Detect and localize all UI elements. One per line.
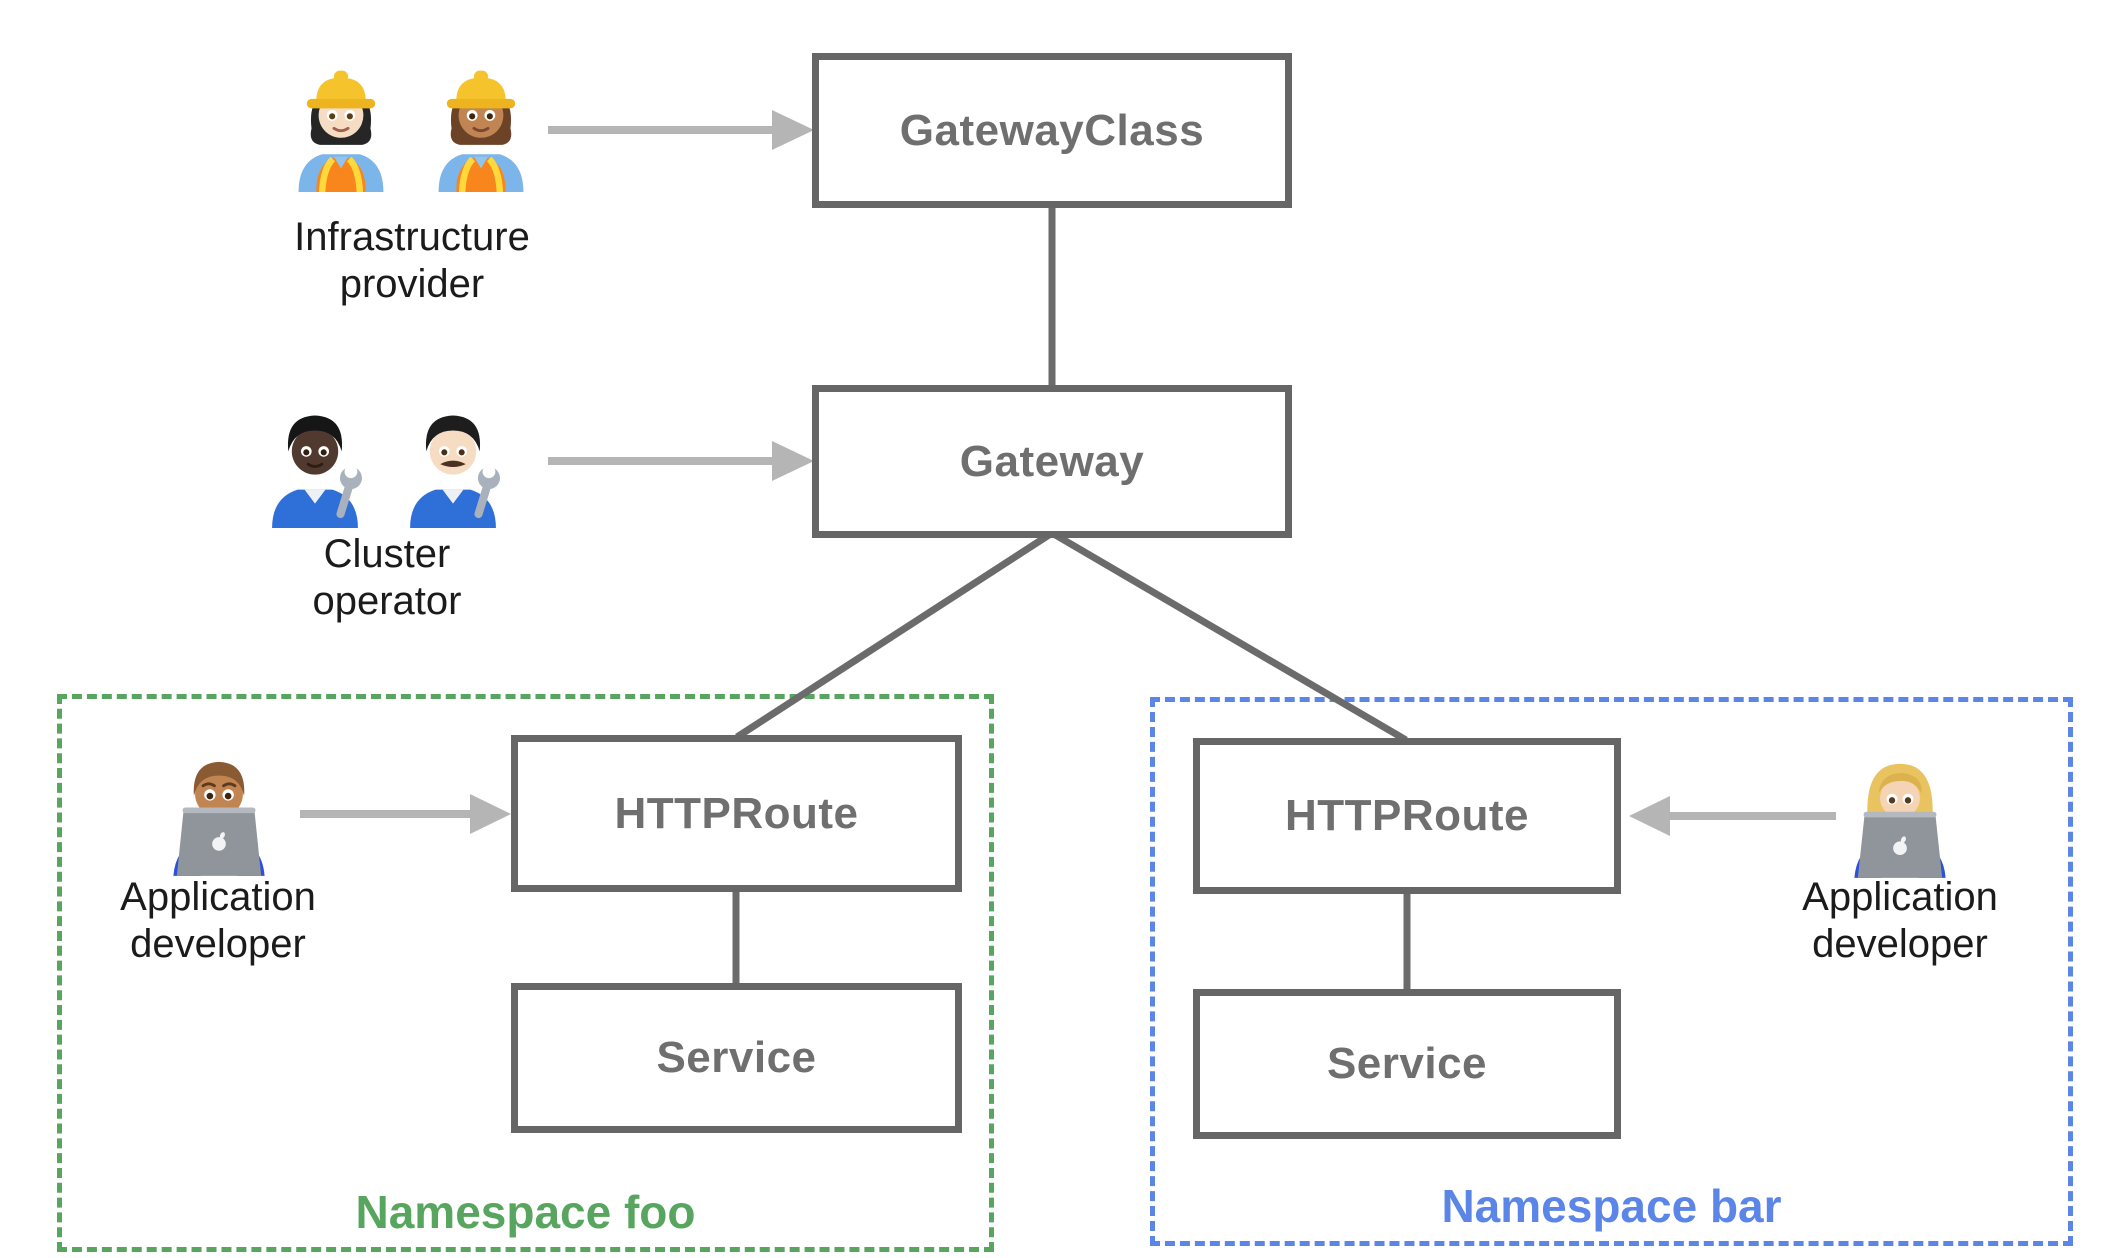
arrow-developer-to-httproute-foo: [300, 794, 511, 834]
application-developer-bar-label: Application developer: [1802, 875, 1998, 966]
node-service-bar: Service: [1193, 989, 1621, 1139]
cluster-operator-label: Cluster operator: [312, 532, 462, 623]
node-httproute-foo-label: HTTPRoute: [614, 788, 859, 838]
node-httproute-bar: HTTPRoute: [1193, 738, 1621, 894]
technologist-man-icon: [173, 761, 265, 876]
infrastructure-provider-label: Infrastructure provider: [294, 215, 530, 306]
application-developer-bar-figure: [1843, 750, 1957, 878]
edge-gateway-httproute-bar: [1050, 529, 1408, 744]
infrastructure-provider-figures: [282, 60, 540, 192]
node-gatewayclass-label: GatewayClass: [899, 105, 1205, 155]
arrow-infrastructure-to-gatewayclass: [548, 110, 814, 150]
node-gatewayclass: GatewayClass: [812, 53, 1292, 208]
construction-worker-light-icon: [298, 70, 384, 192]
node-httproute-foo: HTTPRoute: [511, 735, 962, 892]
cluster-operator-figures: [257, 398, 511, 528]
node-service-bar-label: Service: [1326, 1039, 1488, 1088]
technologist-woman-icon: [1854, 763, 1946, 878]
application-developer-foo-figure: [162, 748, 276, 876]
namespace-foo-label: Namespace foo: [355, 1186, 696, 1238]
edge-gateway-httproute-foo: [735, 530, 1054, 740]
mechanic-light-icon: [410, 415, 500, 528]
node-gateway: Gateway: [812, 385, 1292, 538]
mechanic-dark-icon: [272, 415, 362, 528]
node-gateway-label: Gateway: [959, 436, 1145, 486]
namespace-bar-label: Namespace bar: [1441, 1180, 1782, 1232]
node-httproute-bar-label: HTTPRoute: [1284, 791, 1530, 840]
arrow-cluster-operator-to-gateway: [548, 441, 814, 481]
node-service-foo-label: Service: [656, 1033, 817, 1082]
arrow-developer-to-httproute-bar: [1629, 796, 1836, 836]
application-developer-foo-label: Application developer: [120, 875, 316, 966]
node-service-foo: Service: [511, 983, 962, 1133]
construction-worker-medium-icon: [438, 70, 524, 192]
